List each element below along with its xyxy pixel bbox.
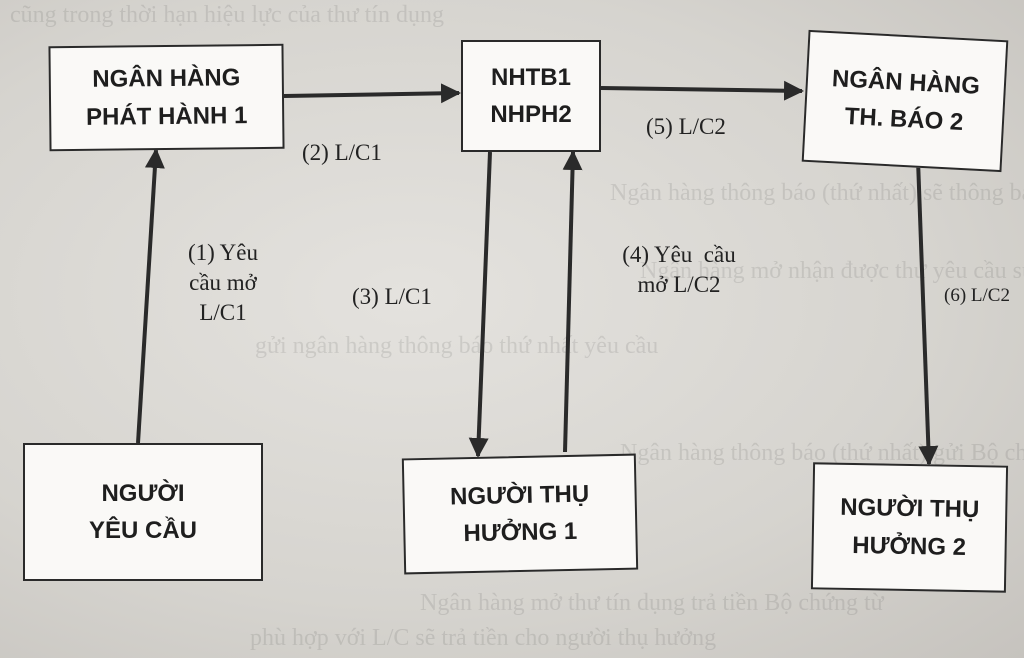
edge-label-e4: (4) Yêu cầu mở L/C2 <box>604 240 754 300</box>
background-text-line: Ngân hàng thông báo (thứ nhất) gửi Bộ ch… <box>620 440 1024 466</box>
edge-label-line: (4) Yêu cầu <box>622 242 736 267</box>
node-label-line: NGƯỜI THỤ <box>449 480 590 511</box>
node-label-line: NHPH2 <box>490 101 572 128</box>
edge-label-e1: (1) Yêu cầu mở L/C1 <box>168 238 278 328</box>
node-beneficiary-1: NGƯỜI THỤ HƯỞNG 1 <box>401 453 639 575</box>
arrow-e6 <box>916 159 939 466</box>
background-text-line: Ngân hàng mở thư tín dụng trả tiền Bộ ch… <box>420 590 884 616</box>
node-label-line: NGƯỜI <box>101 479 185 507</box>
edge-label-line: cầu mở <box>189 269 257 295</box>
node-label-line: HƯỞNG 1 <box>463 517 578 548</box>
background-text-line: gửi ngân hàng thông báo thứ nhất yêu cầu <box>255 333 659 359</box>
node-label-line: YÊU CẦU <box>88 517 197 544</box>
node-label-line: PHÁT HÀNH 1 <box>85 101 248 131</box>
arrow-e4 <box>562 150 583 453</box>
node-label-line: NGÂN HÀNG <box>92 64 241 94</box>
background-text-line: Ngân hàng mở nhận được thư yêu cầu sửa đ… <box>640 258 1024 284</box>
background-text-line: phù hợp với L/C sẽ trả tiền cho người th… <box>250 625 717 651</box>
node-label-line: NGƯỜI THỤ <box>840 494 980 524</box>
node-issuing-bank-1: NGÂN HÀNG PHÁT HÀNH 1 <box>48 43 285 152</box>
edge-label-e2: (2) L/C1 <box>302 140 382 165</box>
edge-label-line: (1) Yêu <box>187 240 259 265</box>
edge-label-line: mở L/C2 <box>637 271 721 297</box>
arrow-e1 <box>136 148 165 444</box>
arrow-e2 <box>283 83 461 104</box>
arrow-e5 <box>600 80 804 101</box>
node-label-line: TH. BÁO 2 <box>844 102 965 137</box>
edge-label-e3: (3) L/C1 <box>352 284 432 309</box>
background-text-line: Ngân hàng thông báo (thứ nhất) sẽ thông … <box>610 180 1024 206</box>
node-applicant: NGƯỜI YÊU CẦU <box>23 443 263 581</box>
edge-label-e5: (5) L/C2 <box>646 114 726 139</box>
node-label-line: HƯỞNG 2 <box>852 531 967 561</box>
background-text-line: cũng trong thời hạn hiệu lực của thư tín… <box>10 2 444 28</box>
arrow-e3 <box>468 151 492 458</box>
edge-label-line: L/C1 <box>199 299 247 325</box>
node-label-line: NHTB1 <box>490 63 571 91</box>
node-beneficiary-2: NGƯỜI THỤ HƯỞNG 2 <box>810 462 1009 593</box>
edge-label-e6: (6) L/C2 <box>944 285 1010 306</box>
